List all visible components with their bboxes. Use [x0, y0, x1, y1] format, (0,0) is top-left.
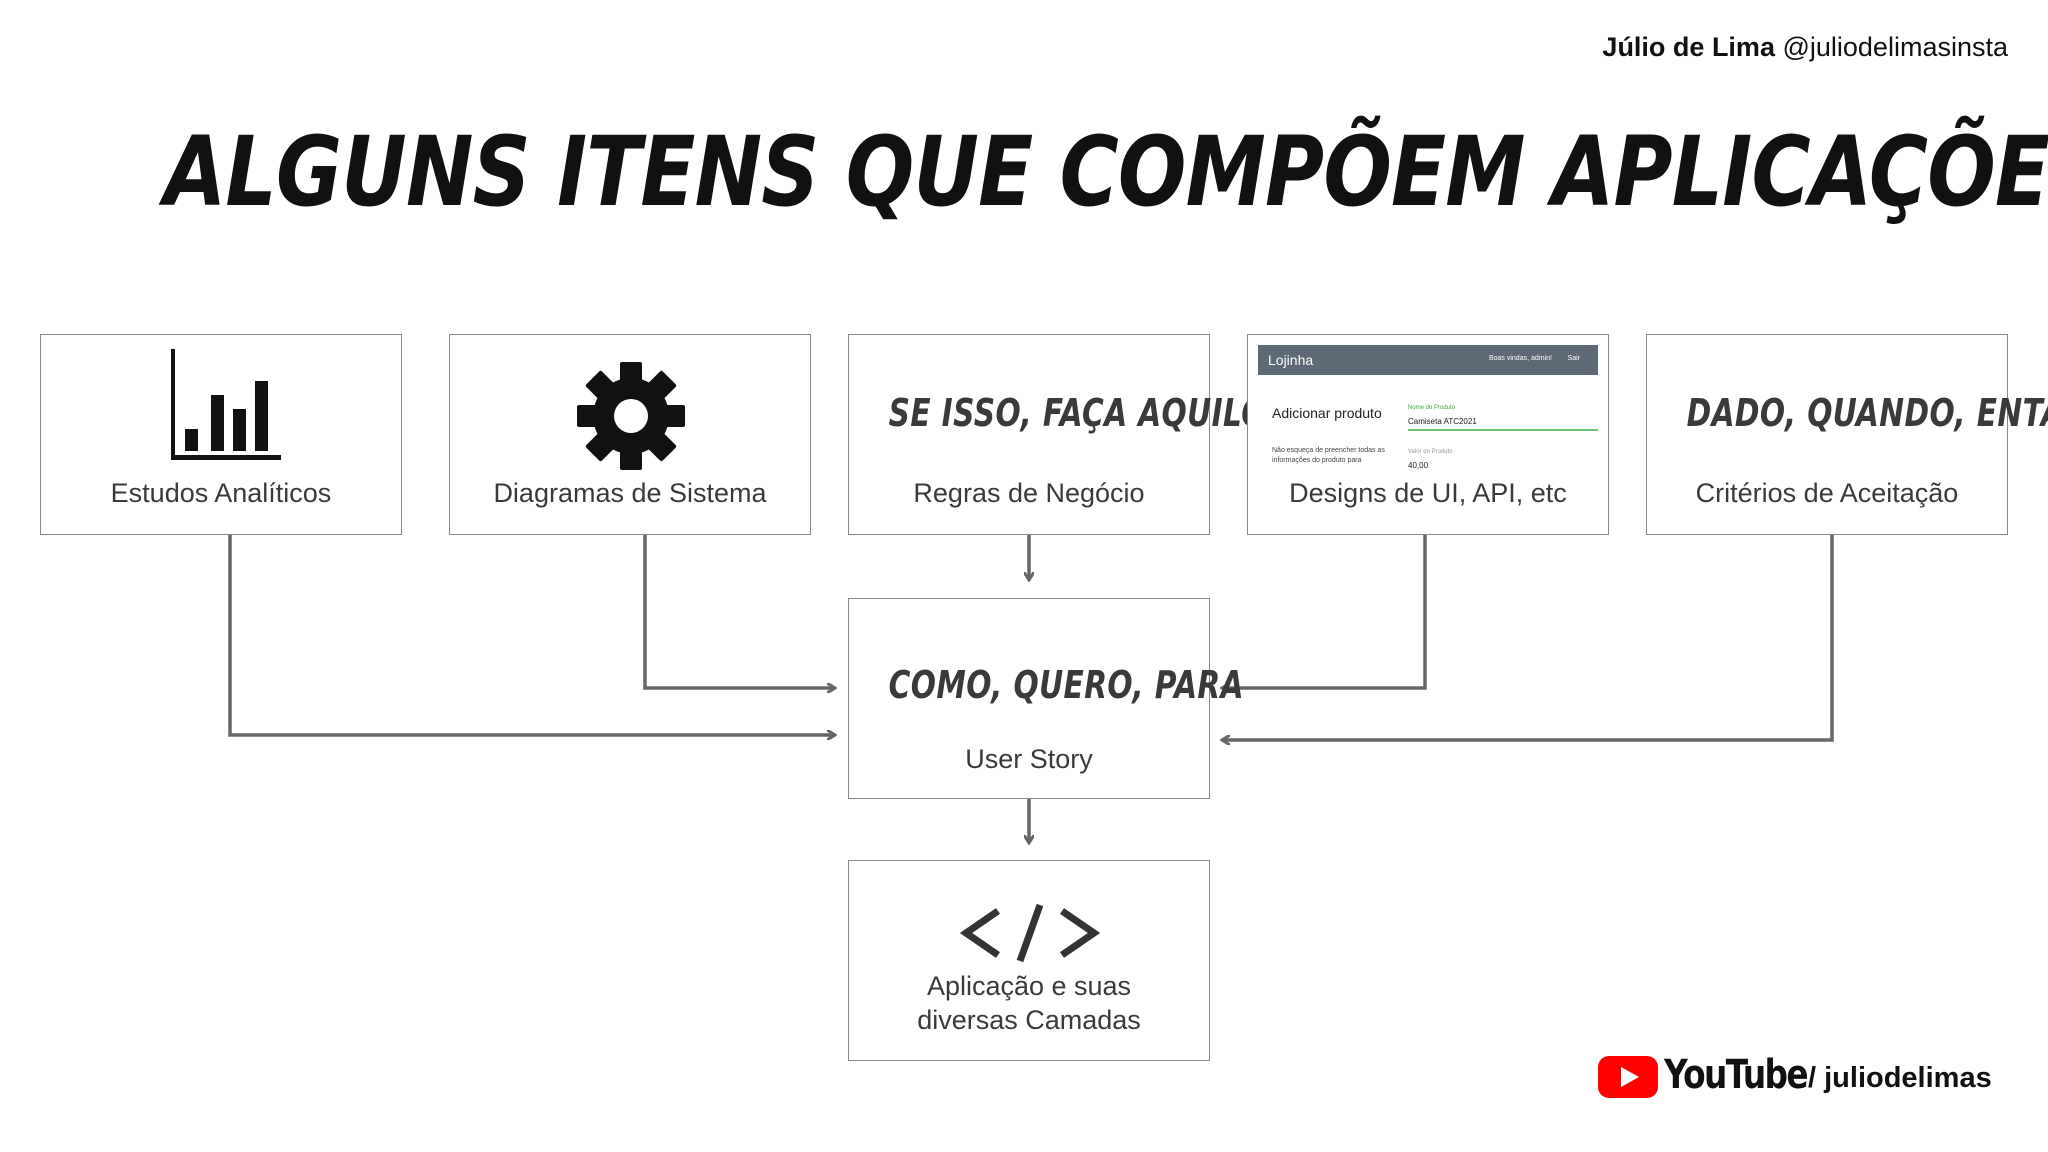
bar-chart-icon [171, 349, 281, 460]
mockup-welcome: Boas vindas, admin! [1488, 355, 1552, 362]
box-analytics-label: Estudos Analíticos [110, 478, 332, 508]
arrow-analytics-to-story [228, 535, 835, 735]
author-name: Júlio de Lima [1602, 32, 1775, 62]
youtube-icon [1598, 1056, 1658, 1098]
gear-icon [577, 362, 685, 470]
page-title: ALGUNS ITENS QUE COMPÕEM APLICAÇÕES [163, 116, 2048, 228]
box-analytics: Estudos Analíticos [40, 334, 402, 535]
mockup-heading: Adicionar produto [1272, 405, 1382, 421]
box-ui-designs-label: Designs de UI, API, etc [1289, 478, 1567, 508]
ui-mockup: Lojinha Boas vindas, admin! Sair Adicion… [1258, 345, 1598, 476]
box-acceptance-criteria-heading: DADO, QUANDO, ENTÃO [1686, 391, 2048, 435]
box-diagrams-label: Diagramas de Sistema [493, 478, 767, 508]
code-icon [960, 903, 1100, 963]
box-diagrams: Diagramas de Sistema [449, 334, 811, 535]
mockup-field1-underline [1408, 429, 1598, 431]
box-acceptance-criteria-label: Critérios de Aceitação [1695, 478, 1959, 508]
author-credit: Júlio de Lima @juliodelimasinsta [1602, 32, 2008, 63]
arrow-criteria-to-story [1222, 535, 1834, 740]
mockup-hint: Não esqueça de preencher todas as inform… [1272, 447, 1385, 464]
box-application-label-line1: Aplicação e suas [926, 971, 1132, 1001]
box-acceptance-criteria: DADO, QUANDO, ENTÃO Critérios de Aceitaç… [1646, 334, 2048, 535]
box-business-rules: SE ISSO, FAÇA AQUILO Regras de Negócio [848, 334, 1267, 535]
mockup-field1-label: Nome do Produto [1408, 405, 1456, 411]
mockup-navbar: Lojinha Boas vindas, admin! Sair [1258, 345, 1598, 375]
author-handle: @juliodelimasinsta [1782, 32, 2008, 62]
youtube-wordmark: YouTube [1664, 1052, 1809, 1098]
mockup-exit: Sair [1567, 355, 1580, 362]
mockup-brand: Lojinha [1268, 352, 1314, 368]
youtube-handle: / juliodelimas [1808, 1062, 1992, 1094]
box-user-story: COMO, QUERO, PARA User Story [848, 598, 1244, 799]
box-ui-designs: Lojinha Boas vindas, admin! Sair Adicion… [1247, 334, 1609, 535]
mockup-field1-value: Camiseta ATC2021 [1408, 417, 1477, 426]
box-business-rules-heading: SE ISSO, FAÇA AQUILO [888, 391, 1267, 435]
arrow-designs-to-story [1222, 535, 1427, 688]
box-business-rules-label: Regras de Negócio [913, 478, 1145, 508]
box-user-story-label: User Story [965, 744, 1093, 774]
arrow-diagrams-to-story [643, 535, 835, 688]
box-application: Aplicação e suas diversas Camadas [848, 860, 1210, 1061]
box-application-label-line2: diversas Camadas [917, 1005, 1141, 1035]
box-user-story-heading: COMO, QUERO, PARA [888, 663, 1244, 707]
mockup-field2-label: Valor do Produto [1408, 449, 1453, 455]
mockup-field2-value: 40,00 [1408, 461, 1429, 470]
